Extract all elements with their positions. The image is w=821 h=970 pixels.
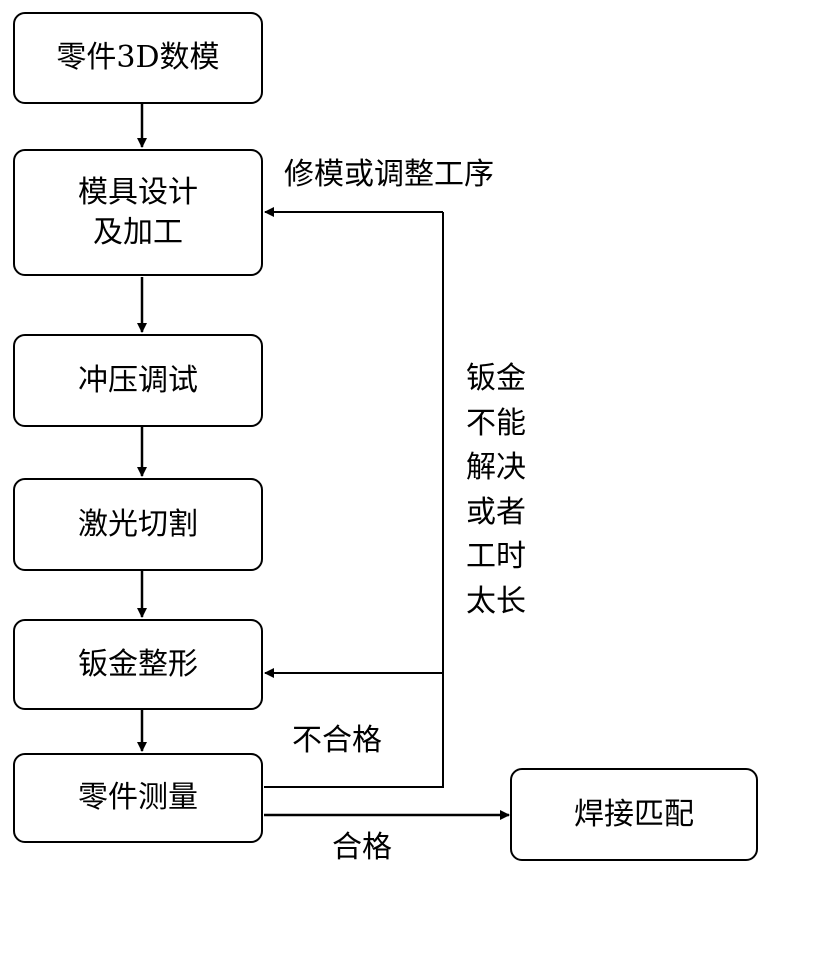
node-shaping: 钣金整形 bbox=[13, 619, 263, 710]
node-welding-label: 焊接匹配 bbox=[574, 796, 694, 832]
node-measure: 零件测量 bbox=[13, 753, 263, 843]
node-laser-label: 激光切割 bbox=[78, 506, 198, 542]
node-laser: 激光切割 bbox=[13, 478, 263, 571]
node-model-label: 零件3D数模 bbox=[56, 40, 220, 75]
node-mold-label: 模具设计 及加工 bbox=[78, 174, 198, 250]
feedback-line bbox=[264, 212, 444, 788]
label-pass: 合格 bbox=[332, 830, 392, 865]
node-mold: 模具设计 及加工 bbox=[13, 149, 263, 276]
node-stamping: 冲压调试 bbox=[13, 334, 263, 427]
node-shaping-label: 钣金整形 bbox=[78, 646, 198, 682]
node-model: 零件3D数模 bbox=[13, 12, 263, 104]
label-reason: 钣金 不能 解决 或者 工时 太长 bbox=[466, 361, 526, 619]
node-stamping-label: 冲压调试 bbox=[78, 362, 198, 398]
label-fail: 不合格 bbox=[292, 723, 382, 758]
label-rework: 修模或调整工序 bbox=[284, 157, 494, 192]
node-measure-label: 零件测量 bbox=[78, 780, 198, 815]
node-welding: 焊接匹配 bbox=[510, 768, 758, 861]
